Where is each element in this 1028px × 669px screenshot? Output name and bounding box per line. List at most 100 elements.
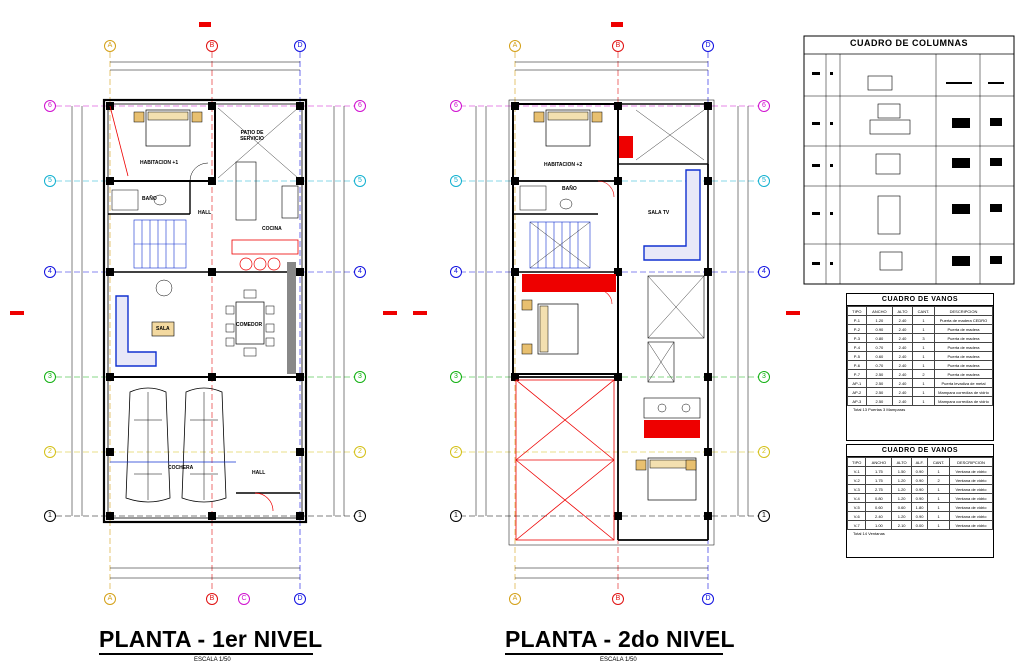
table-cell: Puerta de madera [934, 360, 993, 370]
table-cell: 1 [927, 484, 950, 494]
table-cell: 0.70 [865, 342, 894, 352]
table-cell: 0.60 [865, 351, 894, 361]
table-cell: AP-2 [847, 387, 867, 397]
floor2-title: PLANTA - 2do NIVEL [505, 626, 735, 652]
window-openings-title: CUADRO DE VANOS [847, 445, 993, 457]
table-cell: Puerta de madera [934, 342, 993, 352]
table-cell: AP-3 [847, 396, 867, 406]
door-openings-total: Total 13 Puertas 3 Mamparas [853, 407, 906, 412]
header-cell: TIPO [846, 457, 867, 467]
table-cell: 1 [927, 466, 950, 476]
table-cell: Ventana de vidrio [949, 475, 993, 485]
table-cell: 1 [911, 396, 936, 406]
table-cell: Puerta de madera [934, 369, 993, 379]
table-cell: 1.20 [891, 475, 912, 485]
floor1-room-garage: COCHERA [168, 465, 194, 471]
table-cell: 2.50 [865, 387, 894, 397]
table-cell: 1 [911, 387, 936, 397]
floor1-scale: ESCALA 1/50 [194, 657, 231, 663]
table-header-row: TIPO ANCHO ALTO CANT. DESCRIPCION [847, 306, 993, 316]
table-cell: 1 [927, 511, 950, 521]
floor1-title-underline [99, 653, 313, 655]
table-cell: 1 [911, 315, 936, 325]
table-cell: 0.90 [910, 466, 929, 476]
floor1-row-6-left: 6 [44, 100, 56, 112]
window-openings-grid: TIPO ANCHO ALTO ALF. CANT. DESCRIPCION V… [846, 457, 993, 530]
table-cell: V-7 [846, 520, 867, 530]
table-cell: 2.40 [892, 387, 913, 397]
table-cell: 1.75 [865, 466, 893, 476]
table-cell: 1.80 [910, 502, 929, 512]
table-cell: 1 [911, 342, 936, 352]
floor2-axis-bottom-a: A [509, 593, 521, 605]
floor2-row-5-right: 5 [758, 175, 770, 187]
floor2-room-family: SALA TV [648, 210, 670, 216]
table-cell: P-6 [847, 360, 867, 370]
table-cell: 0.70 [865, 360, 894, 370]
table-cell: Mampara corrediza de vidrio [934, 396, 993, 406]
table-cell: P-7 [847, 369, 867, 379]
table-cell: 2.50 [865, 396, 894, 406]
floor2-scale: ESCALA 1/50 [600, 657, 637, 663]
table-cell: Mampara corrediza de vidrio [934, 387, 993, 397]
table-cell: Ventana de vidrio [949, 520, 993, 530]
table-cell: 2.40 [892, 333, 913, 343]
floor2-room-bath: BAÑO [562, 186, 577, 192]
floor1-axis-bottom-a: A [104, 593, 116, 605]
table-cell: 2 [927, 475, 950, 485]
floor1-row-4-right: 4 [354, 266, 366, 278]
table-cell: 1.50 [891, 466, 912, 476]
table-cell: Puerta de madera [934, 333, 993, 343]
floor1-axis-bottom-b: B [206, 593, 218, 605]
floor2-row-3-right: 3 [758, 371, 770, 383]
table-cell: V-6 [846, 511, 867, 521]
floor2-axis-top-d: D [702, 40, 714, 52]
floor1-row-3-right: 3 [354, 371, 366, 383]
floor1-row-1-left: 1 [44, 510, 56, 522]
table-cell: 1.75 [865, 475, 893, 485]
table-cell: 2.40 [892, 396, 913, 406]
table-cell: 0.90 [865, 324, 894, 334]
table-header-row: TIPO ANCHO ALTO ALF. CANT. DESCRIPCION [846, 457, 993, 467]
floor1-row-2-right: 2 [354, 446, 366, 458]
floor2-row-2-right: 2 [758, 446, 770, 458]
table-cell: Puerta de madera [934, 324, 993, 334]
table-cell: V-4 [846, 493, 867, 503]
table-cell: 0.00 [910, 520, 929, 530]
table-cell: 2.50 [865, 378, 894, 388]
table-cell: 0.80 [865, 333, 894, 343]
window-openings-total: Total 14 Ventanas [853, 531, 885, 536]
floor1-row-4-left: 4 [44, 266, 56, 278]
header-cell: DESCRIPCION [949, 457, 993, 467]
table-cell: 1 [911, 378, 936, 388]
floor1-title: PLANTA - 1er NIVEL [99, 626, 323, 652]
columns-table-title: CUADRO DE COLUMNAS [850, 38, 968, 48]
header-cell: ANCHO [865, 457, 893, 467]
table-cell: 1 [911, 360, 936, 370]
floor1-room-bedroom: HABITACION +1 [140, 160, 179, 166]
header-cell: ALTO [892, 306, 913, 316]
table-cell: 2.40 [892, 378, 913, 388]
window-openings-table: CUADRO DE VANOS TIPO ANCHO ALTO ALF. CAN… [846, 444, 994, 558]
table-cell: 1 [911, 324, 936, 334]
table-cell: 0.90 [910, 493, 929, 503]
floor2-row-4-right: 4 [758, 266, 770, 278]
table-cell: 2.40 [865, 511, 893, 521]
table-cell: Ventana de vidrio [949, 493, 993, 503]
table-cell: P-3 [847, 333, 867, 343]
floor1-plan [10, 22, 397, 590]
floor1-room-bath: BAÑO [142, 196, 157, 202]
